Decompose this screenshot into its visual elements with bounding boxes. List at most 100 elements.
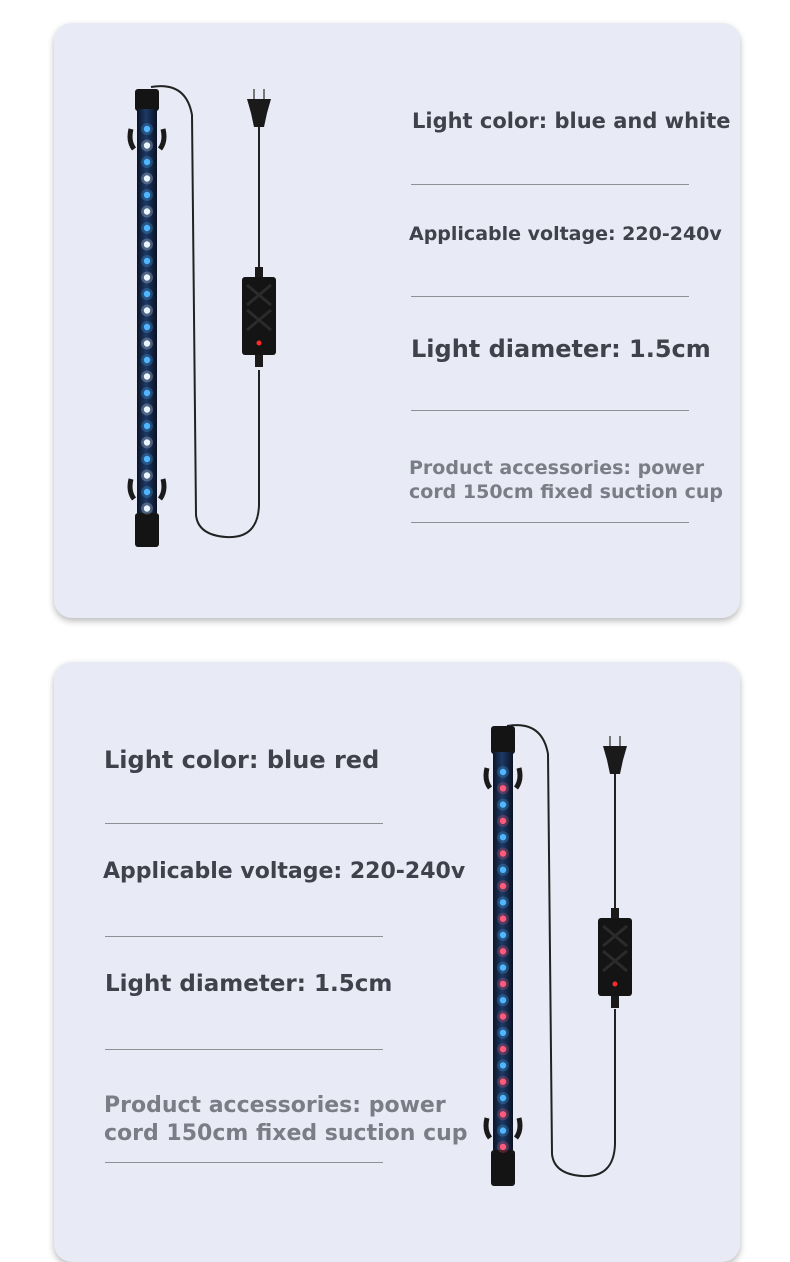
led-dot — [143, 505, 151, 512]
led-glow — [141, 387, 153, 399]
led-glow — [141, 189, 153, 201]
led-glow — [141, 403, 153, 416]
product-card-blue-white: Light color: blue and white Applicable v… — [54, 23, 740, 618]
led-dot — [499, 768, 507, 776]
led-glow — [497, 831, 509, 844]
led-dot — [143, 191, 151, 199]
led-glow — [497, 896, 509, 909]
led-glow — [497, 929, 509, 941]
divider — [105, 1162, 383, 1163]
product-card-blue-red: Light color: blue red Applicable voltage… — [54, 662, 740, 1262]
led-glow — [141, 337, 153, 350]
led-dot — [499, 882, 507, 890]
led-glow — [497, 977, 509, 990]
plug-icon — [247, 89, 271, 127]
led-glow — [141, 172, 153, 185]
led-dot — [143, 241, 151, 248]
spec-diameter: Light diameter: 1.5cm — [411, 335, 711, 363]
led-glow — [141, 354, 153, 366]
led-glow — [141, 370, 153, 383]
spec-accessories: Product accessories: power cord 150cm fi… — [409, 457, 723, 503]
led-glow — [497, 1124, 509, 1137]
led-dot — [499, 899, 507, 906]
led-dot — [143, 455, 151, 463]
led-dot — [499, 817, 507, 825]
divider — [105, 823, 383, 824]
led-dot — [143, 224, 151, 232]
led-dot — [499, 1111, 507, 1118]
led-glow — [141, 205, 153, 218]
led-dot — [499, 1094, 507, 1102]
led-dot — [143, 439, 151, 446]
led-glow — [497, 1043, 509, 1056]
led-glow — [141, 469, 153, 482]
suction-cup-icon — [127, 128, 167, 501]
led-dot — [499, 997, 507, 1004]
led-glow — [141, 255, 153, 267]
plug-icon — [603, 736, 627, 774]
led-glow — [497, 766, 509, 778]
led-glow — [497, 880, 509, 893]
led-dot — [143, 257, 151, 265]
led-glow — [141, 288, 153, 300]
spec-accessories: Product accessories: power cord 150cm fi… — [104, 1093, 468, 1146]
led-dot — [499, 834, 507, 841]
led-glow — [141, 453, 153, 465]
led-dot — [499, 1127, 507, 1134]
led-glow — [497, 1075, 509, 1088]
divider — [105, 1049, 383, 1050]
led-glow — [497, 1026, 509, 1039]
led-glow — [497, 863, 509, 876]
led-glow — [497, 782, 509, 795]
divider — [411, 184, 689, 185]
led-dot — [499, 1062, 507, 1069]
spec-diameter: Light diameter: 1.5cm — [105, 971, 393, 997]
led-dot — [143, 373, 151, 380]
led-dot — [143, 323, 151, 331]
led-glow — [141, 502, 153, 515]
spec-light-color: Light color: blue red — [104, 746, 380, 774]
led-dot — [499, 866, 507, 873]
led-glow — [141, 222, 153, 234]
led-dot — [143, 208, 151, 215]
led-glow — [497, 961, 509, 974]
led-glow — [141, 156, 153, 168]
led-glow — [497, 1140, 509, 1153]
led-glow — [141, 420, 153, 432]
led-tube-light-icon — [127, 85, 276, 547]
divider — [411, 296, 689, 297]
led-dot — [143, 274, 151, 281]
led-dot — [499, 1045, 507, 1053]
suction-cup-icon — [483, 767, 523, 1140]
spec-voltage: Applicable voltage: 220-240v — [103, 859, 466, 884]
led-dot — [143, 158, 151, 166]
divider — [105, 936, 383, 937]
led-dot — [143, 125, 151, 133]
led-glow — [141, 321, 153, 333]
led-dot — [499, 1013, 507, 1020]
spec-voltage: Applicable voltage: 220-240v — [409, 223, 722, 245]
led-glow — [141, 486, 153, 498]
led-glow — [497, 912, 509, 925]
led-dot — [143, 389, 151, 397]
led-glow — [141, 123, 153, 135]
led-dot — [499, 785, 507, 792]
divider — [411, 522, 689, 523]
led-dot — [499, 931, 507, 939]
spec-light-color: Light color: blue and white — [412, 109, 731, 133]
led-dot — [143, 142, 151, 149]
led-dot — [143, 340, 151, 347]
led-dot — [499, 1078, 507, 1085]
led-glow — [497, 814, 509, 827]
led-dot — [499, 1029, 507, 1036]
led-glow — [497, 847, 509, 860]
led-glow — [497, 1010, 509, 1023]
led-dot — [143, 488, 151, 496]
divider — [411, 410, 689, 411]
led-dot — [143, 356, 151, 364]
led-dot — [143, 307, 151, 314]
led-glow — [497, 798, 509, 811]
led-glow — [141, 304, 153, 317]
led-dot — [499, 801, 507, 808]
led-glow — [141, 238, 153, 251]
